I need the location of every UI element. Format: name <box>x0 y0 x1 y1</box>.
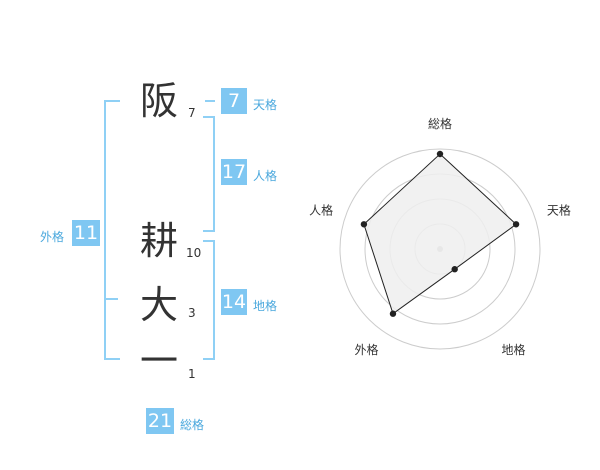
name-char-4: 一 <box>140 339 179 383</box>
name-char-2: 耕 <box>140 219 179 263</box>
stroke-count-3: 3 <box>188 306 196 320</box>
radar-ring-4 <box>339 148 541 350</box>
radar-point-1 <box>512 221 520 228</box>
stroke-count-4: 1 <box>188 367 196 381</box>
stroke-count-1: 7 <box>188 106 196 120</box>
radar-axis-label-0: 総格 <box>428 116 452 131</box>
radar-point-0 <box>436 150 444 158</box>
jinkaku-value: 17 <box>221 159 247 185</box>
name-char-3: 大 <box>140 283 179 327</box>
radar-point-4 <box>360 221 368 228</box>
outer-bracket <box>104 100 120 360</box>
gaikaku-label: 外格 <box>40 230 65 244</box>
jinkaku-label: 人格 <box>253 169 278 183</box>
radar-axis-label-2: 地格 <box>501 342 525 357</box>
stroke-count-2: 10 <box>186 246 202 260</box>
name-char-1: 阪 <box>140 79 179 123</box>
chikaku-bracket <box>203 240 215 360</box>
radar-axis-label-4: 人格 <box>309 202 333 217</box>
chikaku-value: 14 <box>221 289 247 315</box>
jinkaku-bracket <box>203 116 215 232</box>
radar-point-3 <box>389 310 397 317</box>
outer-bracket-mid-tick <box>104 298 118 300</box>
radar-polygon <box>363 153 517 315</box>
radar-point-2 <box>451 266 458 273</box>
gaikaku-value: 11 <box>72 220 100 246</box>
radar-axis-label-3: 外格 <box>354 342 378 357</box>
radar-axis-label-1: 天格 <box>547 202 571 217</box>
soukaku-value: 21 <box>146 408 174 434</box>
soukaku-label: 総格 <box>180 418 205 432</box>
chikaku-label: 地格 <box>253 299 278 313</box>
tenkaku-value: 7 <box>221 88 247 114</box>
tenkaku-tick <box>205 100 215 102</box>
tenkaku-label: 天格 <box>253 98 278 112</box>
